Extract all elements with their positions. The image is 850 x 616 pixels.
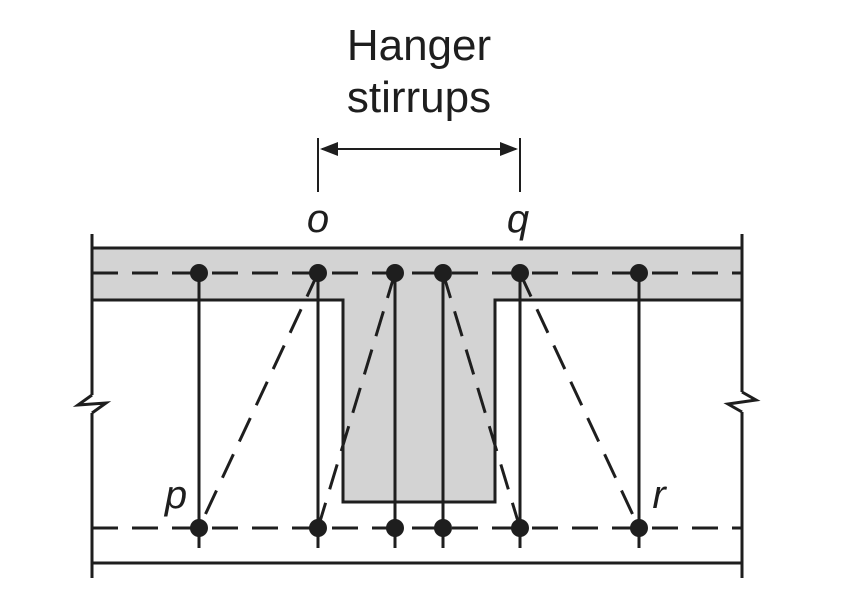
concrete-section: [90, 246, 744, 504]
left-break-symbol: [72, 393, 112, 415]
strut-right-inner: [441, 272, 522, 529]
node-label-q: q: [507, 197, 529, 241]
node-bottom-4: [434, 519, 452, 537]
node-label-r: r: [652, 473, 667, 517]
dimension-arrow-right-icon: [500, 142, 518, 156]
node-o: [309, 264, 327, 282]
node-label-p: p: [164, 473, 187, 517]
node-label-o: o: [307, 197, 329, 241]
node-q: [511, 264, 529, 282]
node-top-6: [630, 264, 648, 282]
node-bottom-3: [386, 519, 404, 537]
node-top-3: [386, 264, 404, 282]
right-break-symbol: [723, 390, 761, 414]
node-r: [630, 519, 648, 537]
title-line-1: Hanger: [347, 21, 491, 70]
dimension-arrow-left-icon: [320, 142, 338, 156]
node-top-1: [190, 264, 208, 282]
strut-q-r: [518, 272, 641, 529]
node-bottom-2: [309, 519, 327, 537]
strut-left-inner: [316, 272, 397, 529]
node-p: [190, 519, 208, 537]
node-top-4: [434, 264, 452, 282]
strut-o-p: [197, 272, 320, 529]
node-bottom-5: [511, 519, 529, 537]
title-line-2: stirrups: [347, 73, 491, 122]
